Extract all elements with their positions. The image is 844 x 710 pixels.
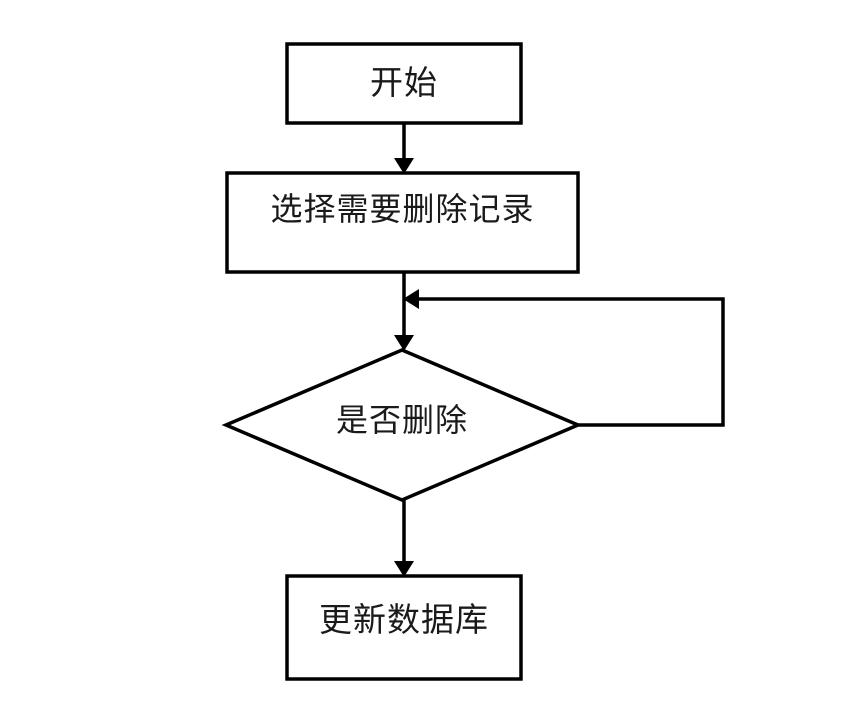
node-confirm-delete-shape[interactable]	[221, 348, 583, 502]
node-select-record-label: 选择需要删除记录	[270, 190, 535, 228]
node-confirm-delete-label: 是否删除	[335, 401, 468, 439]
node-start-shape[interactable]	[285, 42, 523, 125]
node-start-label: 开始	[370, 63, 438, 102]
edge-decision-loopback	[403, 289, 725, 427]
edge-decision-to-update	[394, 500, 414, 577]
edge-start-to-select	[394, 123, 414, 174]
node-select-record-shape[interactable]	[225, 171, 580, 274]
node-update-database-label: 更新数据库	[319, 600, 489, 639]
edge-select-to-decision	[394, 272, 414, 351]
node-update-database-shape[interactable]	[285, 574, 523, 681]
